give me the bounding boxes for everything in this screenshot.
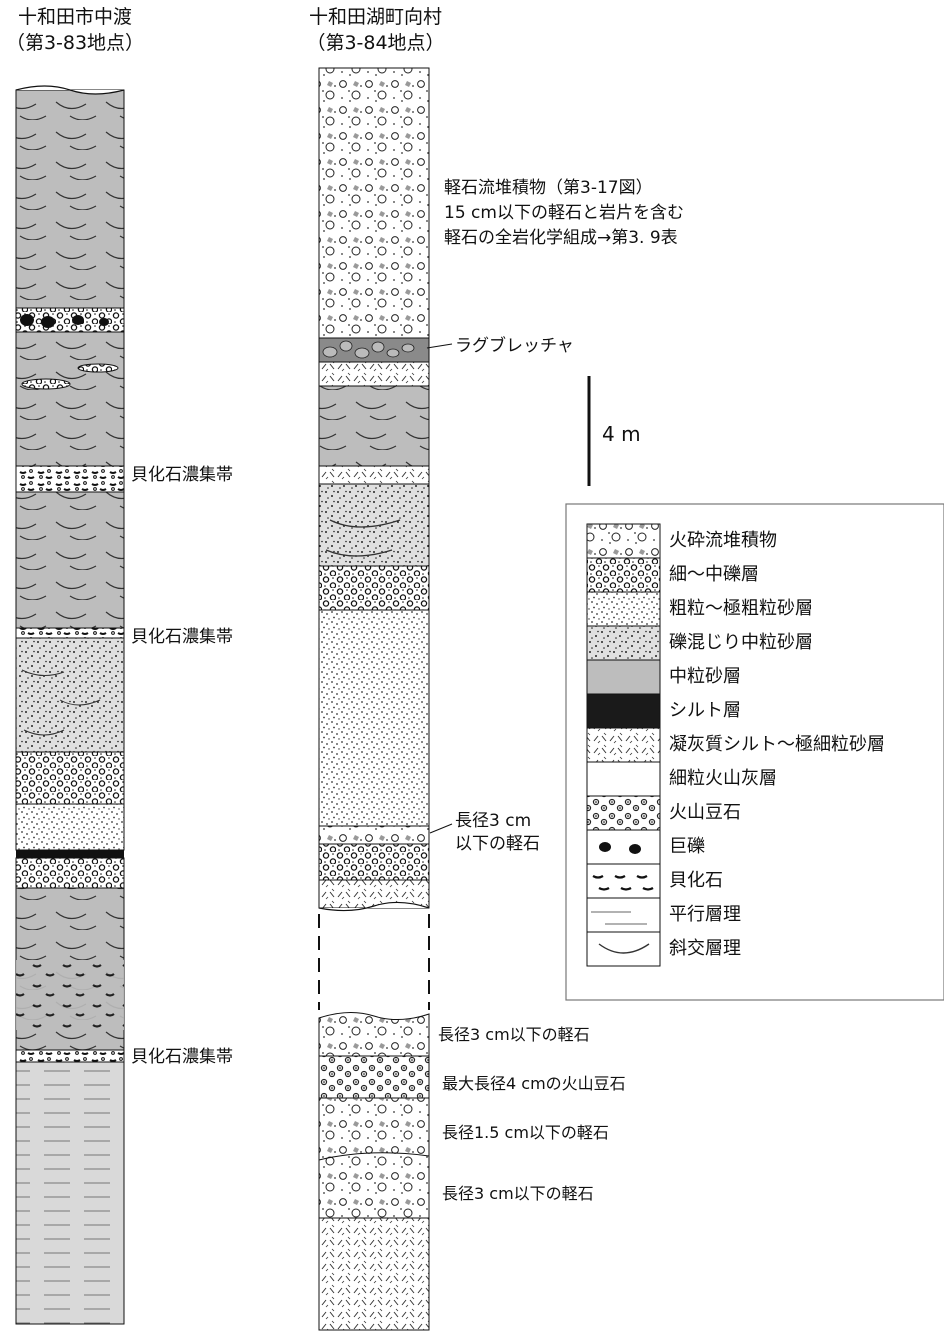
legend-label-gravel: 細～中礫層 bbox=[669, 564, 759, 585]
left-column-title: 十和田市中渡 bbox=[17, 6, 132, 28]
right-column-subtitle: （第3-84地点） bbox=[306, 32, 445, 54]
left-column-subtitle: （第3-83地点） bbox=[5, 32, 145, 54]
legend-symbol-boulder bbox=[599, 842, 641, 854]
legend-swatch-medium_sand bbox=[586, 659, 661, 695]
pumice-flow-note: 15 cm以下の軽石と岩片を含む bbox=[444, 203, 684, 223]
pumice-leader bbox=[429, 823, 453, 834]
pumice-flow-note: 軽石流堆積物（第3-17図） bbox=[444, 178, 653, 198]
legend-label-silt: シルト層 bbox=[669, 700, 741, 721]
pumice-size-label: 以下の軽石 bbox=[455, 834, 540, 854]
legend-label-pebbly_sand: 礫混じり中粒砂層 bbox=[669, 632, 813, 653]
legend-swatch-pisolite bbox=[586, 795, 661, 831]
legend-swatch-silt bbox=[586, 693, 661, 729]
legend-label-coarse_sand: 粗粒～極粗粒砂層 bbox=[669, 598, 813, 619]
legend-label-pyroclastic: 火砕流堆積物 bbox=[669, 530, 777, 551]
legend-swatch-shell bbox=[586, 863, 661, 899]
legend-label-pisolite: 火山豆石 bbox=[669, 802, 741, 823]
lag-breccia-leader bbox=[426, 343, 453, 349]
legend-label-shell: 貝化石 bbox=[669, 870, 723, 891]
legend-swatch-tuff_silt bbox=[586, 727, 661, 763]
legend-symbol-shell bbox=[592, 875, 654, 891]
lower-note: 長径3 cm以下の軽石 bbox=[442, 1184, 594, 1203]
legend-symbol-parallel bbox=[591, 911, 647, 925]
legend-label-fine_ash: 細粒火山灰層 bbox=[669, 768, 777, 789]
legend-swatch-cross bbox=[586, 931, 661, 967]
legend-swatch-coarse_sand bbox=[586, 591, 661, 627]
lag-breccia-label: ラグブレッチャ bbox=[455, 336, 574, 356]
legend-swatch-gravel bbox=[586, 557, 661, 593]
legend-label-boulder: 巨礫 bbox=[669, 836, 705, 857]
legend-swatch-boulder bbox=[586, 829, 661, 865]
right-column-title: 十和田湖町向村 bbox=[308, 6, 442, 28]
legend-swatch-pyroclastic bbox=[586, 523, 661, 559]
right-stratigraphic-column bbox=[318, 67, 453, 1331]
legend-label-parallel: 平行層理 bbox=[669, 904, 741, 925]
lower-note: 最大長径4 cmの火山豆石 bbox=[442, 1074, 626, 1093]
shell-bed-annotation: 貝化石濃集帯 bbox=[131, 1047, 233, 1067]
pumice-flow-note: 軽石の全岩化学組成→第3. 9表 bbox=[444, 228, 678, 248]
legend-box bbox=[565, 503, 944, 1001]
shell-bed-annotation: 貝化石濃集帯 bbox=[131, 465, 233, 485]
legend-label-medium_sand: 中粒砂層 bbox=[669, 666, 741, 687]
scale-label: 4 m bbox=[602, 422, 641, 446]
legend-symbol-cross bbox=[598, 943, 650, 954]
legend-swatch-pebbly_sand bbox=[586, 625, 661, 661]
legend-label-cross: 斜交層理 bbox=[669, 938, 741, 959]
lower-note: 長径1.5 cm以下の軽石 bbox=[442, 1123, 609, 1142]
pumice-size-label: 長径3 cm bbox=[455, 811, 532, 831]
left-stratigraphic-column bbox=[15, 85, 125, 1325]
lower-note: 長径3 cm以下の軽石 bbox=[438, 1025, 590, 1044]
legend-label-tuff_silt: 凝灰質シルト～極細粒砂層 bbox=[669, 734, 885, 755]
legend-swatch-fine_ash bbox=[586, 761, 661, 797]
shell-bed-annotation: 貝化石濃集帯 bbox=[131, 627, 233, 647]
legend-swatch-parallel bbox=[586, 897, 661, 933]
